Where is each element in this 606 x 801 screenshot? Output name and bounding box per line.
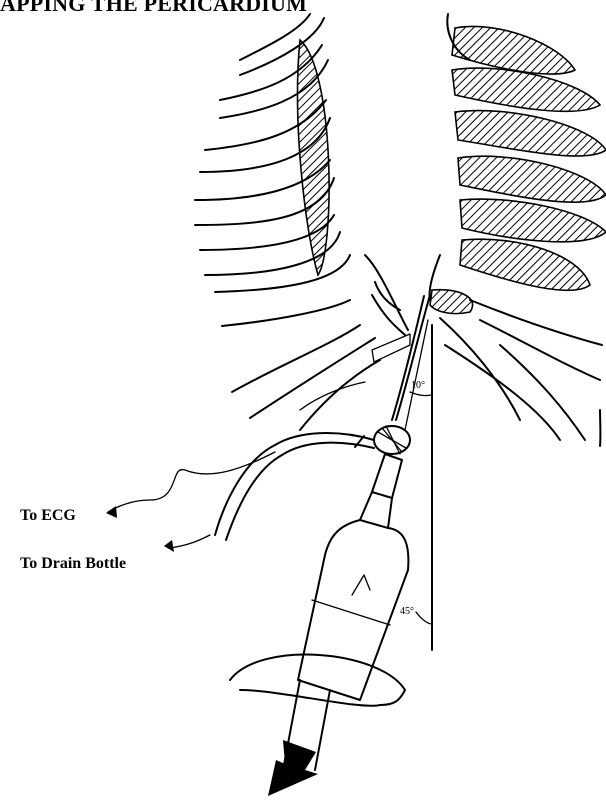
pericardiocentesis-needle-assembly: [230, 295, 430, 796]
figure-title: APPING THE PERICARDIUM: [0, 0, 307, 17]
right-rib-cage: [429, 14, 606, 446]
angle-label-45: 45°: [400, 606, 414, 617]
angle-label-10: 10°: [411, 380, 425, 391]
left-rib-cage: [195, 14, 410, 430]
label-to-drain-bottle: To Drain Bottle: [20, 555, 126, 572]
label-to-ecg: To ECG: [20, 507, 76, 524]
